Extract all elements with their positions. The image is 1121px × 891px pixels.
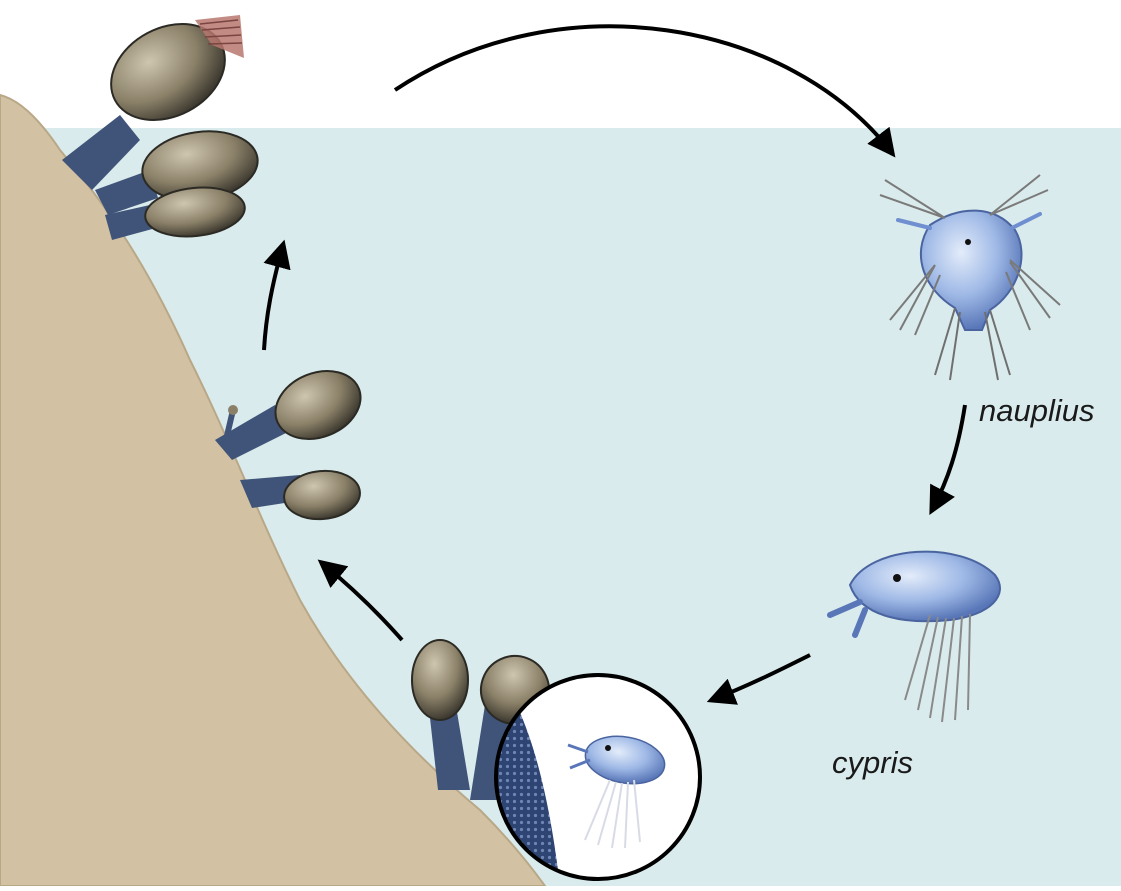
- cypris-label: cypris: [832, 745, 913, 781]
- nauplius-label: nauplius: [979, 393, 1094, 429]
